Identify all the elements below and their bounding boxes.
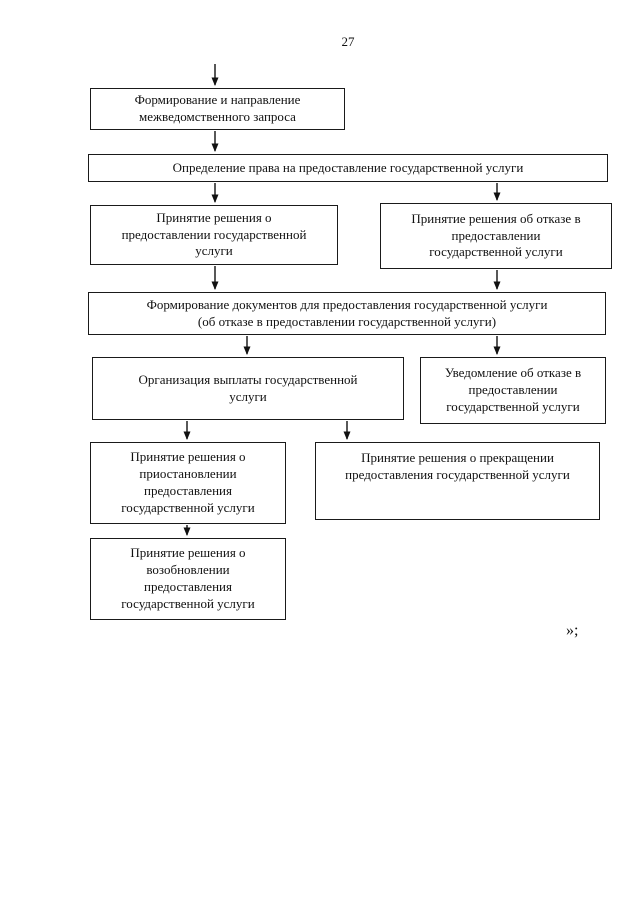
node-right-determination: Определение права на предоставление госу… [88, 154, 608, 182]
node-decision-suspend: Принятие решения о приостановлении предо… [90, 442, 286, 524]
node-decision-resume: Принятие решения о возобновлении предост… [90, 538, 286, 620]
node-decision-terminate: Принятие решения о прекращении предостав… [315, 442, 600, 520]
page-number: 27 [341, 34, 355, 49]
node-payment-organization: Организация выплаты государственной услу… [92, 357, 404, 420]
node-decision-grant: Принятие решения о предоставлении госуда… [90, 205, 338, 265]
node-refusal-notification: Уведомление об отказе в предоставлении г… [420, 357, 606, 424]
node-decision-refuse: Принятие решения об отказе в предоставле… [380, 203, 612, 269]
closing-quote-mark: »; [566, 622, 579, 639]
node-interagency-request: Формирование и направление межведомствен… [90, 88, 345, 130]
node-documents-formation: Формирование документов для предоставлен… [88, 292, 606, 335]
